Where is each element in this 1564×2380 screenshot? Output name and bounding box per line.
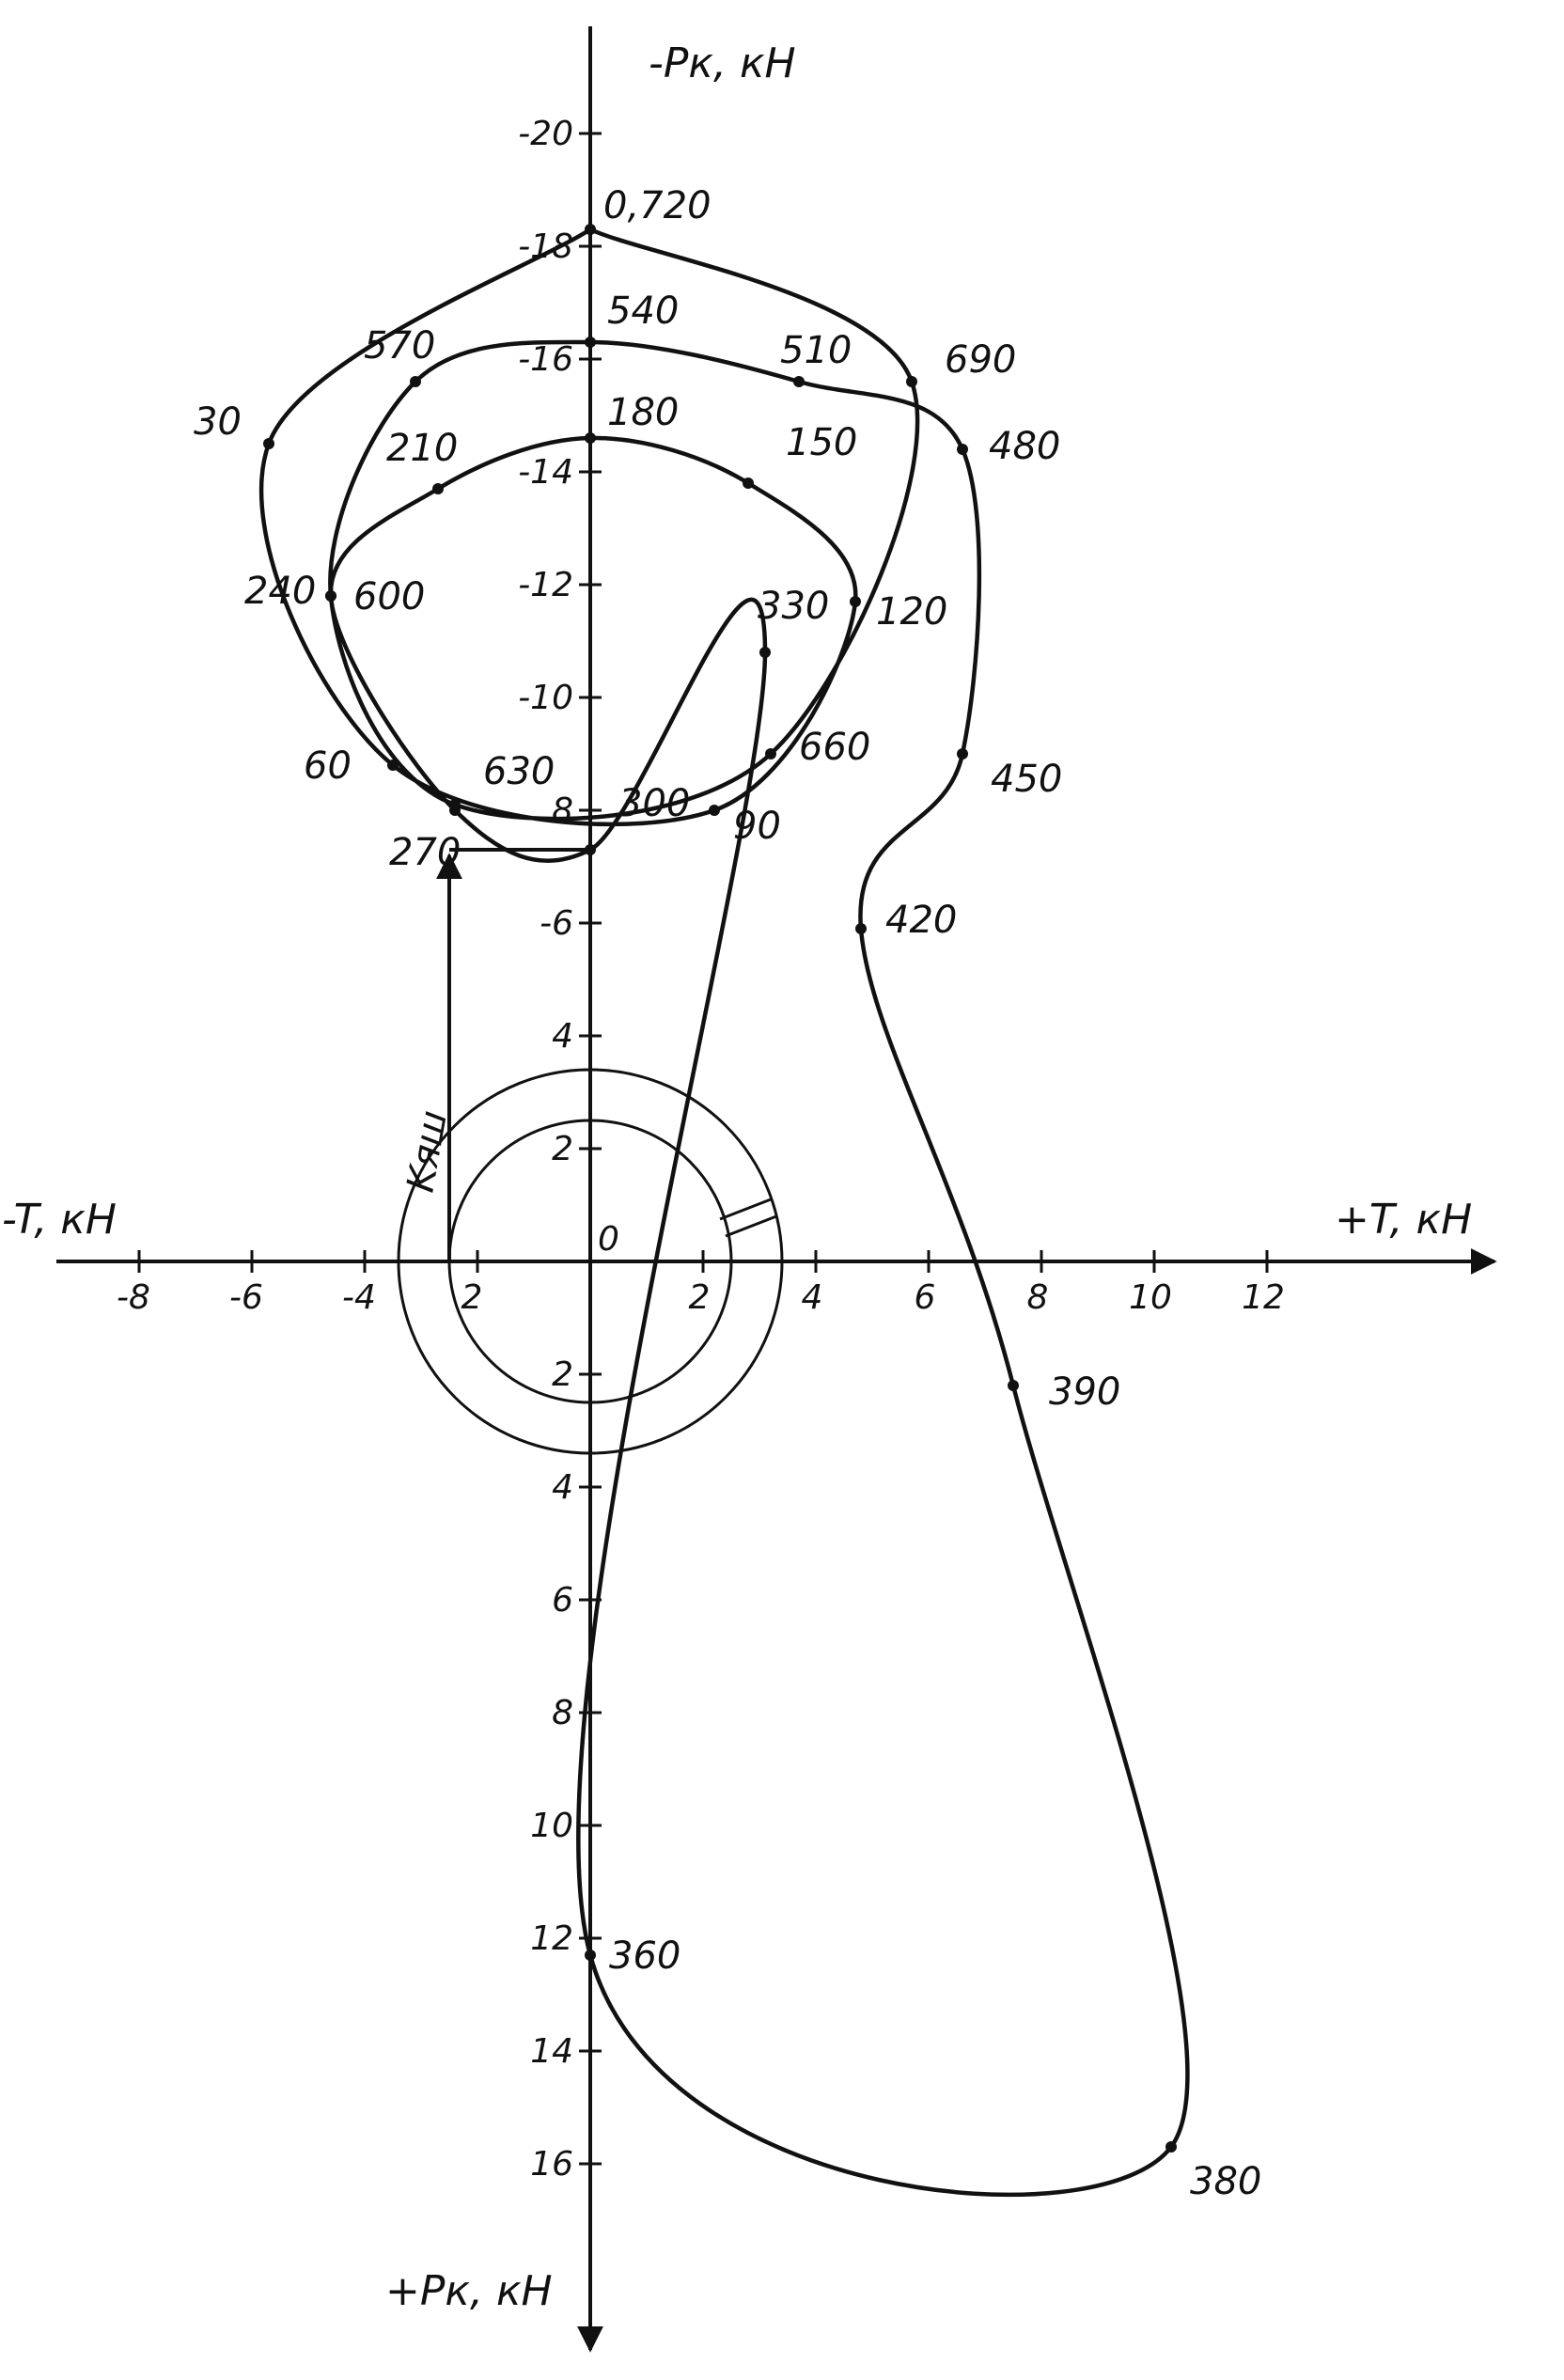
point-angle-label: 210 — [386, 427, 458, 470]
y-tick-label: 4 — [552, 1017, 573, 1056]
data-point — [793, 376, 805, 387]
point-angle-label: 360 — [609, 1934, 680, 1978]
y-tick-label: -6 — [540, 904, 573, 943]
y-tick-label: 6 — [552, 1581, 573, 1620]
data-point — [585, 432, 596, 444]
y-tick-label: -20 — [518, 115, 573, 153]
data-point — [325, 590, 336, 602]
point-angle-label: 0,720 — [603, 184, 712, 227]
data-point — [759, 647, 771, 658]
data-point — [957, 444, 968, 455]
data-point — [585, 844, 596, 855]
x-tick-label: -4 — [342, 1278, 376, 1317]
y-tick-label: 14 — [530, 2032, 573, 2071]
point-angle-label: 690 — [945, 338, 1016, 382]
data-point — [850, 596, 861, 607]
data-point — [765, 748, 776, 759]
x-axis-label-negative: -T, кН — [2, 1196, 117, 1244]
data-point — [743, 478, 754, 489]
x-tick-label: -6 — [229, 1278, 263, 1317]
point-angle-label: 330 — [758, 585, 829, 628]
y-tick-label: -16 — [518, 340, 573, 379]
x-tick-label: -8 — [117, 1278, 150, 1317]
data-point — [263, 438, 274, 449]
y-tick-label: 12 — [530, 1919, 573, 1958]
point-angle-label: 510 — [780, 329, 852, 372]
point-angle-label: 300 — [618, 782, 690, 825]
data-point — [410, 376, 421, 387]
data-point — [1165, 2141, 1177, 2153]
point-angle-label: 150 — [786, 421, 857, 464]
y-tick-label: 10 — [530, 1807, 573, 1845]
point-angle-label: 90 — [733, 805, 781, 848]
x-tick-label: 10 — [1129, 1278, 1172, 1317]
data-point — [585, 224, 596, 235]
data-point — [449, 799, 461, 810]
x-tick-label: 12 — [1242, 1278, 1285, 1317]
point-angle-label: 390 — [1049, 1370, 1120, 1414]
point-angle-label: 380 — [1190, 2160, 1261, 2203]
point-angle-label: 540 — [607, 290, 679, 333]
data-point — [432, 483, 444, 494]
data-point — [855, 923, 867, 934]
point-angle-label: 420 — [885, 899, 957, 942]
point-angle-label: 120 — [876, 590, 947, 634]
data-point — [585, 1949, 596, 1961]
point-angle-label: 600 — [353, 575, 425, 618]
x-axis-label-positive: +T, кН — [1335, 1196, 1472, 1244]
origin-label: 0 — [598, 1220, 619, 1259]
data-point — [1008, 1380, 1019, 1391]
point-angle-label: 60 — [304, 744, 352, 788]
y-tick-label: -12 — [518, 566, 573, 604]
y-tick-label: 8 — [552, 1694, 573, 1732]
y-tick-label: -10 — [518, 679, 573, 717]
point-angle-label: 450 — [991, 758, 1062, 801]
x-tick-label: 8 — [1027, 1278, 1049, 1317]
point-angle-label: 240 — [244, 570, 316, 613]
point-angle-label: 630 — [483, 750, 555, 793]
y-tick-label: -14 — [518, 453, 573, 492]
y-tick-label: 4 — [552, 1468, 573, 1507]
data-point — [906, 376, 917, 387]
x-tick-label: 6 — [915, 1278, 936, 1317]
point-angle-label: 660 — [799, 726, 870, 769]
data-point — [957, 748, 968, 759]
point-angle-label: 180 — [607, 391, 679, 434]
y-axis-label-positive: +Pк, кН — [385, 2267, 553, 2315]
y-tick-label: 8 — [552, 791, 573, 830]
y-tick-label: -18 — [518, 227, 573, 266]
point-angle-label: 570 — [364, 324, 435, 368]
y-tick-label: 16 — [530, 2145, 573, 2184]
x-tick-label: 2 — [689, 1278, 711, 1317]
data-point — [585, 337, 596, 348]
y-tick-label: 2 — [552, 1130, 573, 1168]
y-tick-label: 2 — [552, 1355, 573, 1394]
y-axis-label-negative: -Pк, кН — [649, 39, 796, 87]
oil-hole-mark — [725, 1214, 777, 1238]
point-angle-label: 30 — [194, 400, 242, 444]
polar-curve — [258, 227, 1190, 2198]
data-point — [387, 759, 399, 771]
point-angle-label: 270 — [389, 831, 461, 874]
crank-pin-force-label: Kяш — [399, 1107, 456, 1196]
data-point — [709, 805, 720, 816]
point-angle-label: 480 — [989, 425, 1060, 468]
x-tick-label: 4 — [802, 1278, 823, 1317]
oil-hole-mark — [719, 1198, 772, 1221]
x-tick-label: 2 — [461, 1278, 483, 1317]
